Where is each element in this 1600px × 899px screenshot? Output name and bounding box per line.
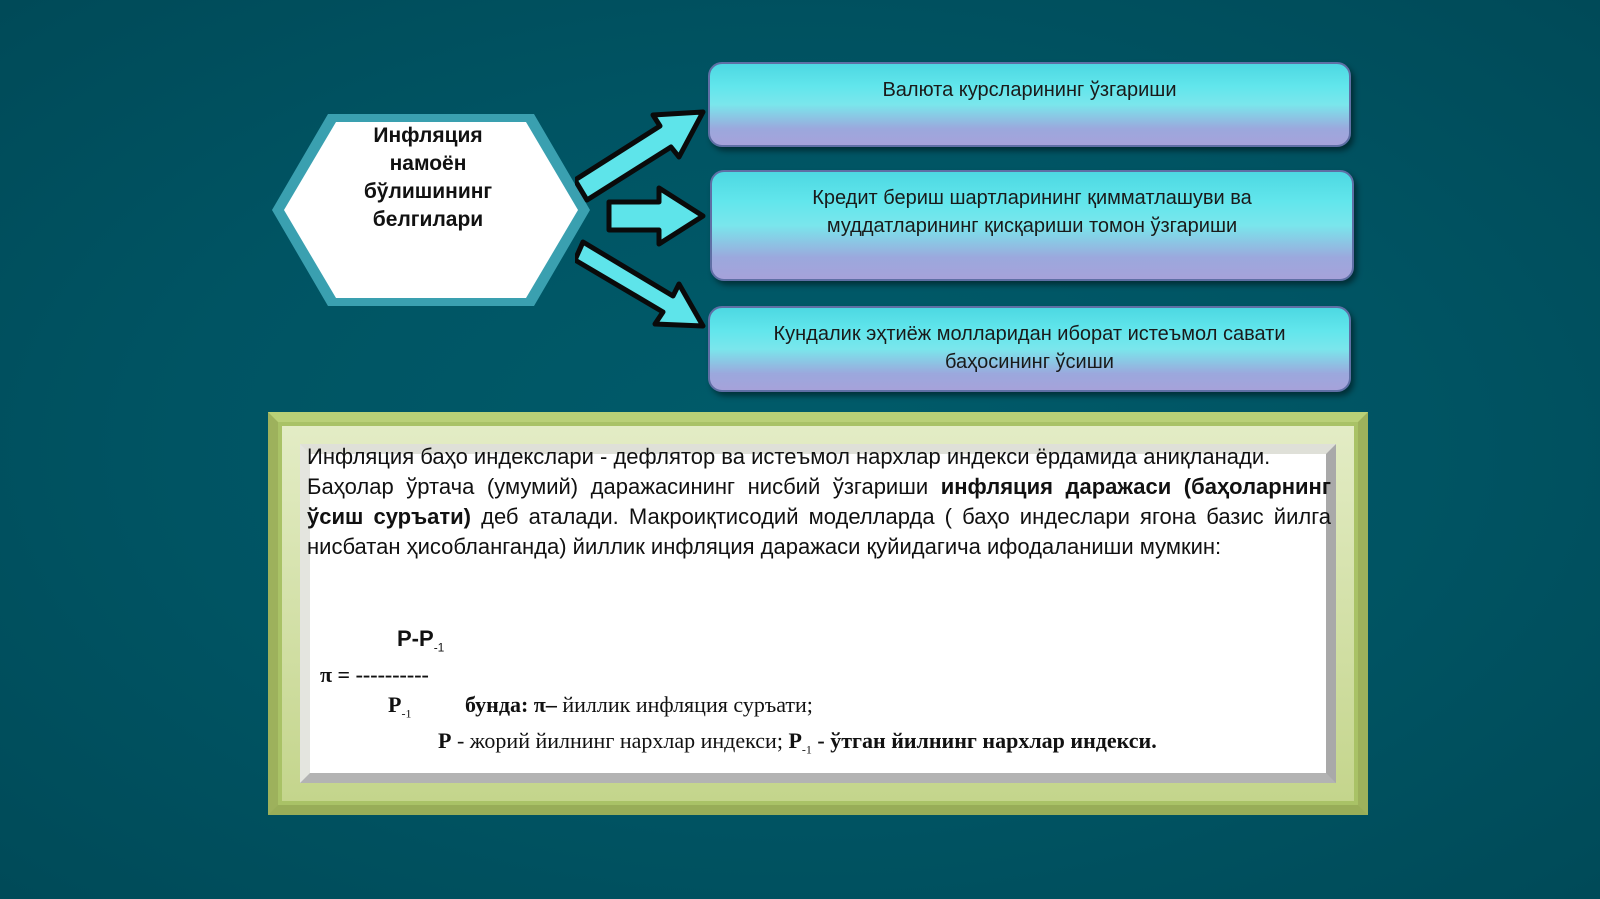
box-credit-line2: муддатларининг қисқариши томон ўзгариши	[826, 215, 1238, 237]
hexagon-title-shape: Инфляция намоён бўлишининг белгилари	[268, 110, 594, 310]
paragraph-2: Баҳолар ўртача (умумий) даражасининг нис…	[307, 474, 1331, 559]
definition-text: Инфляция баҳо индекслари - дефлятор ва и…	[307, 442, 1331, 562]
box-basket-line1: Кундалик эҳтиёж молларидан иборат истеъм…	[773, 323, 1286, 345]
formula-p-definitions: Р - жорий йилнинг нархлар индекси; P-1 -…	[438, 728, 1157, 757]
text-frame	[268, 412, 1368, 815]
box-currency-rates-text: Валюта курсларининг ўзгариши	[882, 79, 1177, 101]
paragraph-1: Инфляция баҳо индекслари - дефлятор ва и…	[307, 444, 1271, 469]
formula-denominator: P-1	[388, 692, 412, 721]
box-basket-line2: баҳосининг ўсиши	[945, 351, 1114, 373]
inflation-rate-term: инфляция даражаси (баҳоларнинг ўсиш суръ…	[307, 474, 1331, 529]
formula-pi-definition: бунда: π– йиллик инфляция суръати;	[465, 692, 813, 717]
formula-fraction-line: π = ----------	[320, 662, 429, 687]
arrow-down-right-icon	[575, 239, 706, 329]
arrow-right-icon	[606, 185, 706, 247]
box-credit-line1: Кредит бериш шартларининг қимматлашуви в…	[812, 187, 1252, 209]
arrows-group	[575, 109, 706, 329]
box-consumer-basket: Кундалик эҳтиёж молларидан иборат истеъм…	[708, 306, 1351, 392]
formula-numerator: P-P-1	[397, 626, 445, 655]
box-credit-conditions: Кредит бериш шартларининг қимматлашуви в…	[710, 170, 1354, 281]
frame-inner	[300, 444, 1336, 783]
arrow-up-right-icon	[575, 109, 706, 203]
hexagon-title: Инфляция намоён бўлишининг белгилари	[363, 124, 493, 231]
hexagon-shape	[272, 114, 590, 306]
box-currency-rates: Валюта курсларининг ўзгариши	[708, 62, 1351, 147]
